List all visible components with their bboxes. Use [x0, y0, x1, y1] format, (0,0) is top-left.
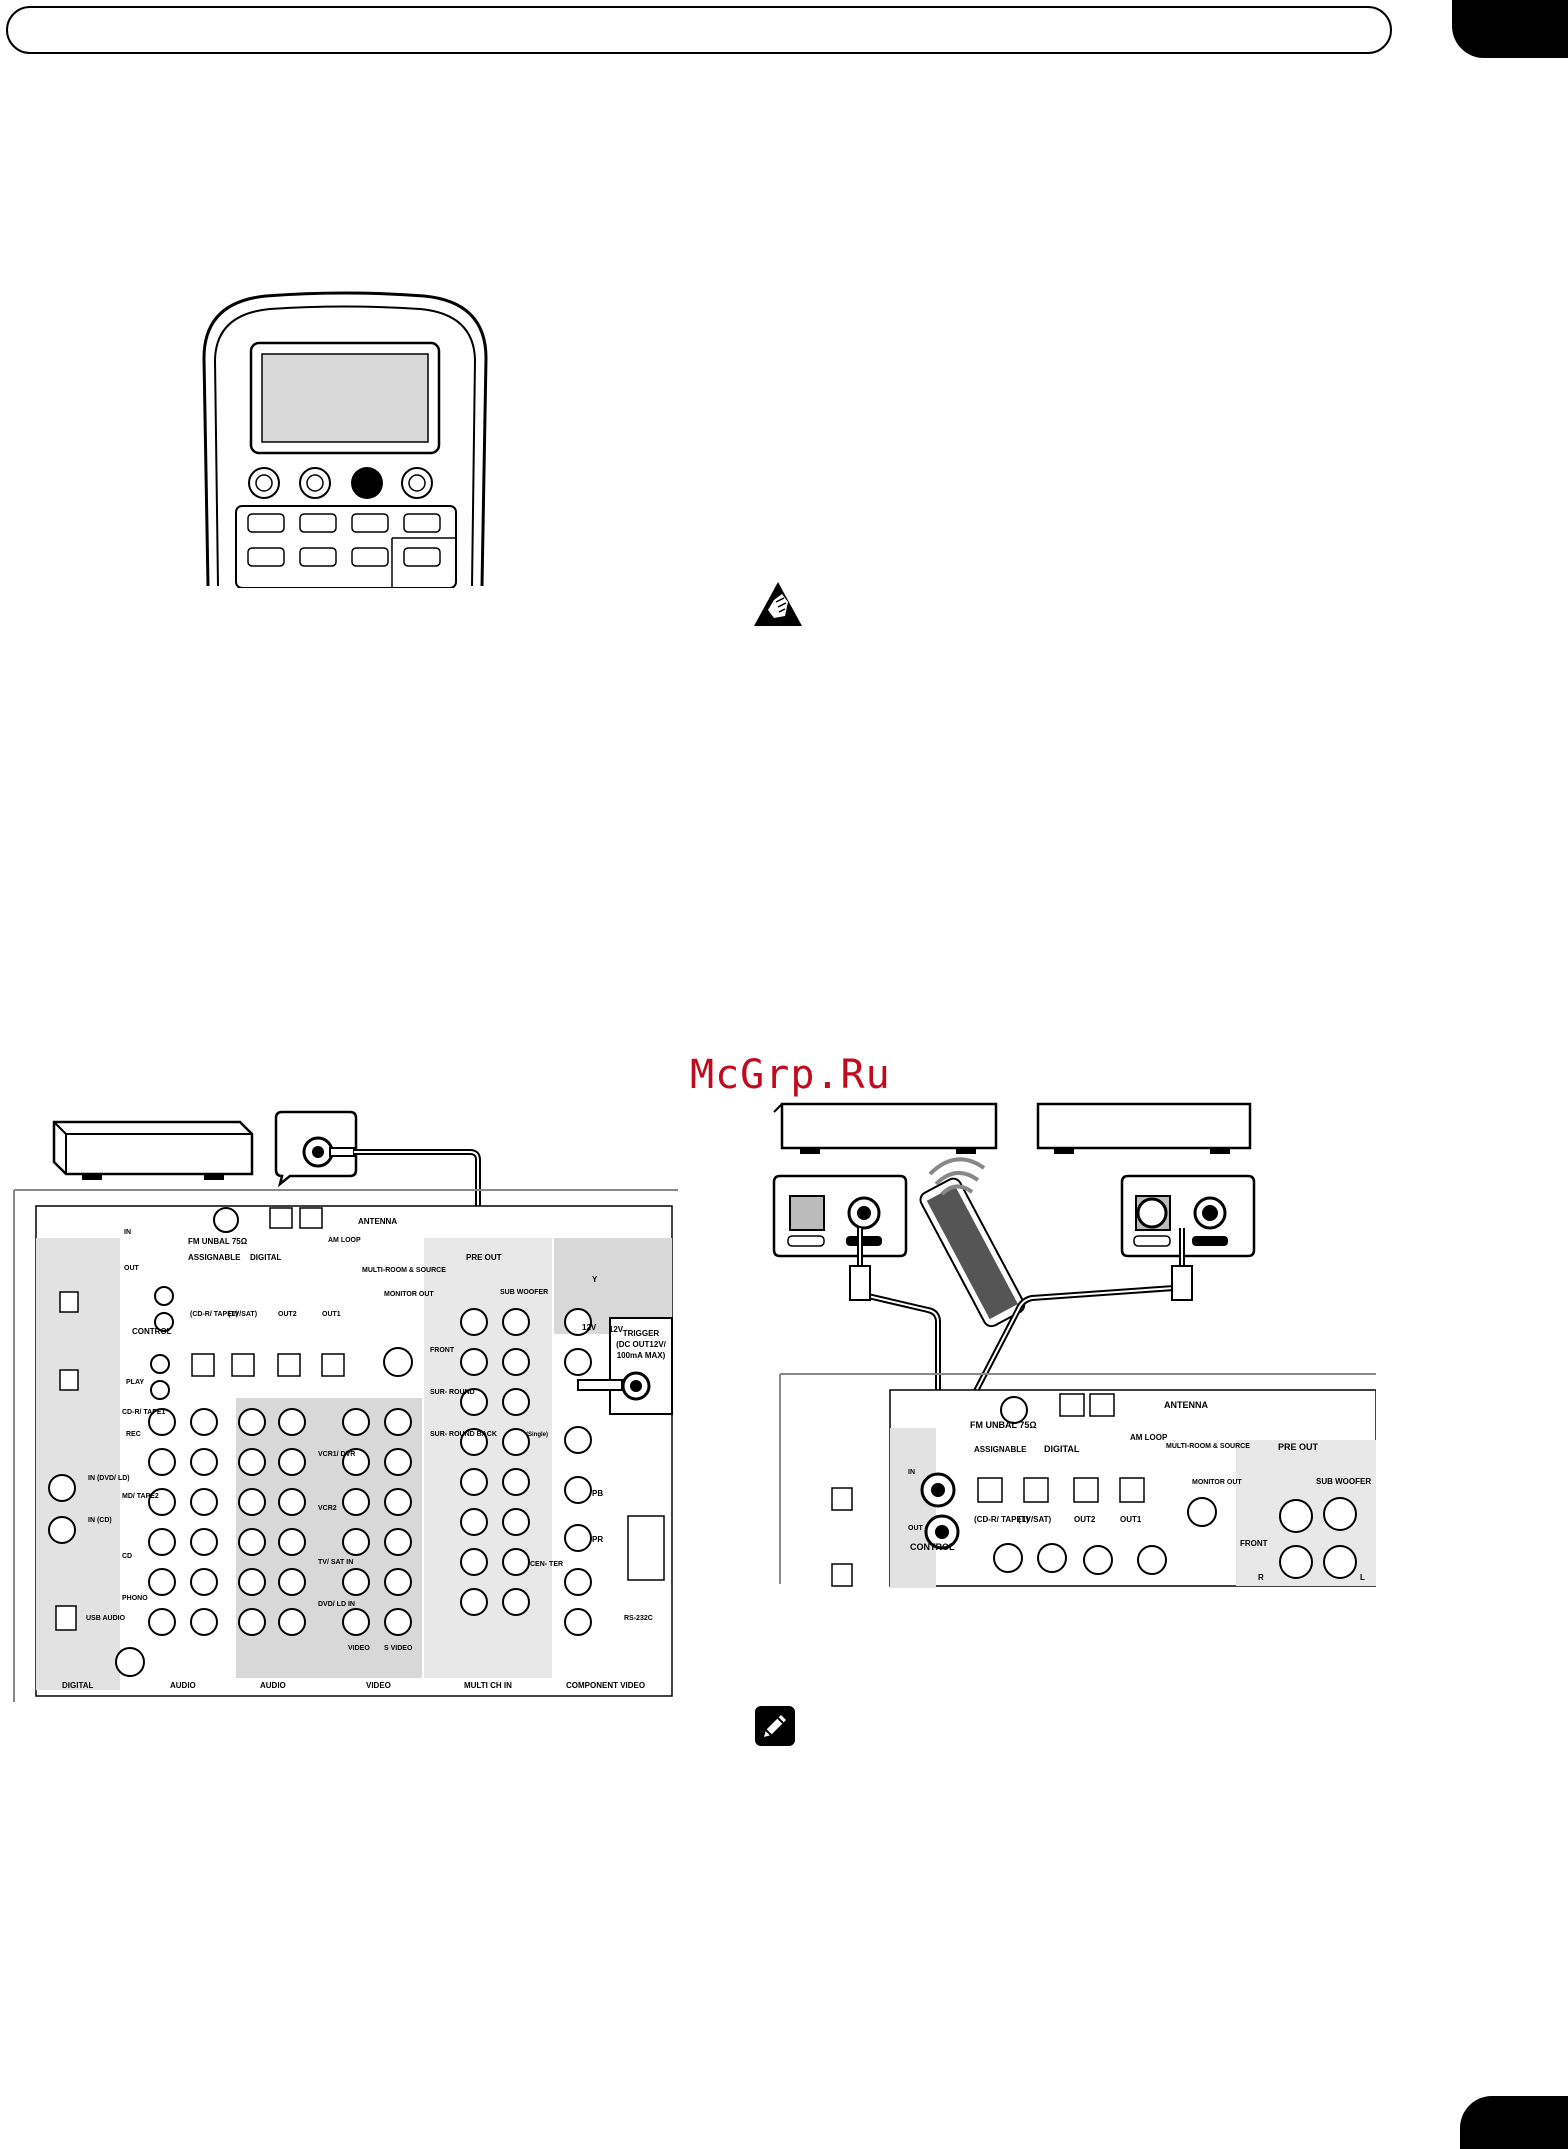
trigger-label-2: TRIGGER	[623, 1329, 660, 1338]
front-label: FRONT	[430, 1347, 455, 1354]
right-assignable-label: ASSIGNABLE	[974, 1445, 1027, 1454]
trigger-label-12v: 12V	[609, 1325, 624, 1334]
hand-pointer-icon	[754, 582, 802, 626]
watermark: McGrp.Ru	[690, 1052, 891, 1098]
right-monitor-out-label: MONITOR OUT	[1192, 1479, 1242, 1486]
tv-sat-label: (TV/SAT)	[228, 1311, 257, 1318]
right-in-label: IN	[908, 1469, 915, 1476]
footer-audio: AUDIO	[170, 1681, 196, 1690]
vcr1-dvr-label: VCR1/ DVR	[318, 1451, 355, 1458]
control-connection-figure: ANTENNA FM UNBAL 75Ω AM LOOP MULTI-ROOM …	[772, 1102, 1376, 1588]
pr-label: PR	[592, 1535, 603, 1544]
am-loop-label: AM LOOP	[328, 1237, 361, 1244]
md-tape2-label: MD/ TAPE2	[122, 1493, 159, 1500]
trigger-label-3: (DC OUT12V/	[616, 1340, 667, 1349]
in-dvd-ld-label: IN (DVD/ LD)	[88, 1475, 130, 1482]
surround-label: SUR- ROUND	[430, 1389, 475, 1396]
header-bar	[6, 6, 1392, 54]
right-out2-label: OUT2	[1074, 1515, 1096, 1524]
single-label: (Single)	[526, 1432, 548, 1438]
play-label: PLAY	[126, 1379, 144, 1386]
right-sub-woofer-label: SUB WOOFER	[1316, 1477, 1371, 1486]
out2-label: OUT2	[278, 1311, 297, 1318]
center-label: CEN- TER	[530, 1561, 563, 1568]
rs232c-label: RS-232C	[624, 1615, 653, 1622]
phono-label: PHONO	[122, 1595, 148, 1602]
cd-r-tape1-label: (CD-R/ TAPE1)	[190, 1311, 238, 1318]
pencil-icon	[755, 1706, 795, 1746]
footer-component: COMPONENT VIDEO	[566, 1681, 645, 1690]
surround-back-label: SUR- ROUND BACK	[430, 1431, 497, 1438]
external-component	[52, 1120, 254, 1180]
right-front-label: FRONT	[1240, 1539, 1268, 1548]
rear-panel-12v-trigger-figure: 12V 12V TRIGGER (DC OUT12V/ 100mA MAX) A…	[13, 1110, 678, 1702]
right-multiroom-label: MULTI-ROOM & SOURCE	[1166, 1443, 1250, 1450]
right-out1-label: OUT1	[1120, 1515, 1142, 1524]
page-number-tab	[1460, 2096, 1568, 2149]
cd-r-tape1-row-label: CD-R/ TAPE1	[122, 1409, 166, 1416]
pb-label: PB	[592, 1489, 603, 1498]
sub-woofer-label: SUB WOOFER	[500, 1289, 548, 1296]
tv-sat-in-label: TV/ SAT IN	[318, 1559, 353, 1566]
right-control-label: CONTROL	[910, 1542, 955, 1552]
right-r-label: R	[1258, 1573, 1264, 1582]
control-label: CONTROL	[132, 1327, 172, 1336]
right-l-label: L	[1360, 1573, 1365, 1582]
in-cd-label: IN (CD)	[88, 1517, 112, 1524]
right-cd-r-tape1-label: (CD-R/ TAPE1)	[974, 1515, 1029, 1524]
digital-label: DIGITAL	[250, 1253, 282, 1262]
ir-out-label: OUT	[124, 1265, 140, 1272]
chapter-tab	[1452, 0, 1568, 58]
usb-audio-label: USB AUDIO	[86, 1615, 126, 1622]
right-antenna-label: ANTENNA	[1164, 1400, 1208, 1410]
footer-digital: DIGITAL	[62, 1681, 94, 1690]
vcr2-label: VCR2	[318, 1505, 337, 1512]
remote-control-illustration	[202, 291, 488, 588]
out1-label: OUT1	[322, 1311, 341, 1318]
trigger-label-4: 100mA MAX)	[617, 1351, 666, 1360]
right-fm-label: FM UNBAL 75Ω	[970, 1420, 1037, 1430]
right-tv-sat-label: (TV/SAT)	[1018, 1515, 1052, 1524]
pre-out-label: PRE OUT	[466, 1253, 502, 1262]
rec-label: REC	[126, 1431, 141, 1438]
fm-label: FM UNBAL 75Ω	[188, 1237, 248, 1246]
trigger-label-1: 12V	[582, 1323, 597, 1332]
y-label: Y	[592, 1275, 598, 1284]
right-am-loop-label: AM LOOP	[1130, 1433, 1168, 1442]
cd-label: CD	[122, 1553, 132, 1560]
right-pre-out-label: PRE OUT	[1278, 1442, 1319, 1452]
monitor-out-label: MONITOR OUT	[384, 1291, 434, 1298]
dvd-ld-in-label: DVD/ LD IN	[318, 1601, 355, 1608]
multiroom-label: MULTI-ROOM & SOURCE	[362, 1267, 446, 1274]
right-out-label: OUT	[908, 1525, 924, 1532]
footer-audio-2: AUDIO	[260, 1681, 286, 1690]
footer-video: VIDEO	[366, 1681, 391, 1690]
assignable-label: ASSIGNABLE	[188, 1253, 241, 1262]
s-video-label: S VIDEO	[384, 1645, 413, 1652]
ir-in-label: IN	[124, 1229, 131, 1236]
video-label: VIDEO	[348, 1645, 370, 1652]
antenna-label: ANTENNA	[358, 1217, 397, 1226]
right-digital-label: DIGITAL	[1044, 1444, 1080, 1454]
footer-multich: MULTI CH IN	[464, 1681, 512, 1690]
